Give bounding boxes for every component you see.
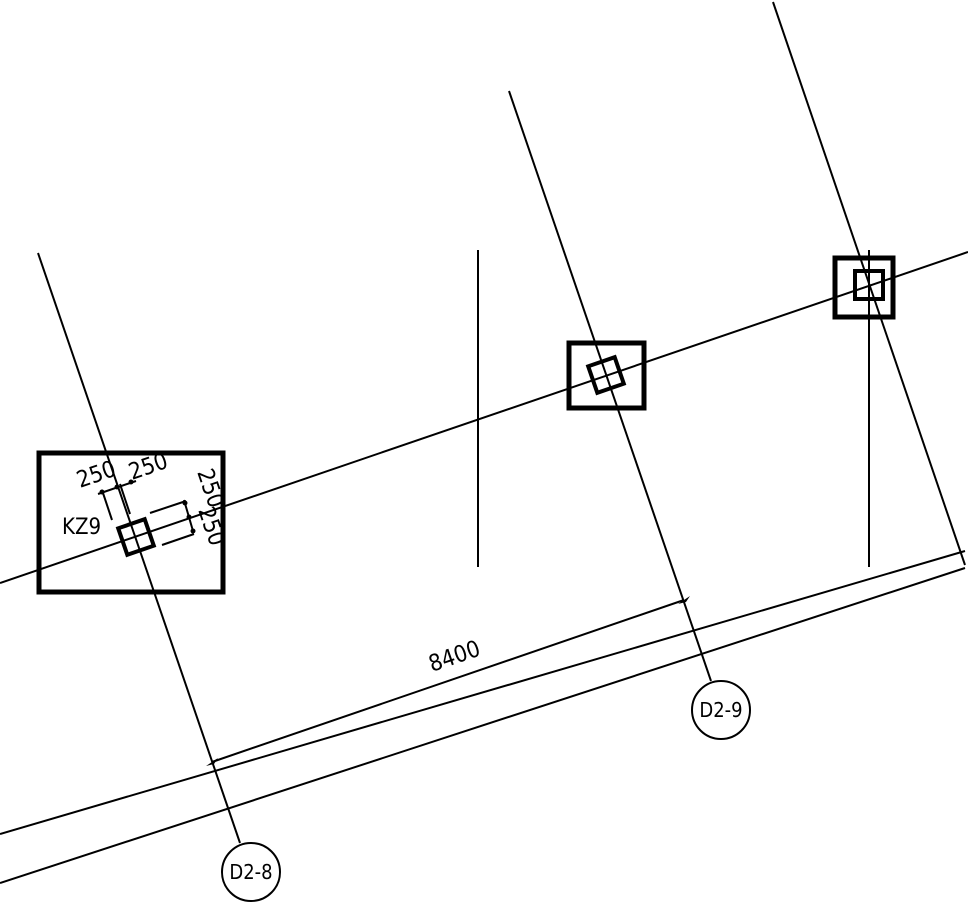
grid-lines xyxy=(37,1,966,844)
grid-line-d2-8 xyxy=(37,252,241,844)
offset-ext-line-1 xyxy=(101,489,113,521)
offset-tick-4 xyxy=(182,500,188,506)
offset-tick-2 xyxy=(114,484,120,490)
column-mark-text: KZ9 xyxy=(62,515,101,540)
columns xyxy=(115,269,885,558)
dimension-tick-left xyxy=(206,758,218,766)
grid-bubble-label: D2-8 xyxy=(229,860,272,884)
bottom-line-lower xyxy=(0,567,966,884)
offset-tick-1 xyxy=(99,489,105,495)
grid-bubble-circle xyxy=(221,842,281,902)
grid-line-d2-9 xyxy=(508,90,712,682)
bottom-lines xyxy=(0,550,966,884)
footing-large-left xyxy=(36,450,226,595)
footing-right xyxy=(832,255,896,320)
footing-middle xyxy=(566,340,647,411)
offset-ext-line-3 xyxy=(149,500,187,514)
offset-ext-line-4 xyxy=(161,533,195,546)
dimension-line xyxy=(211,599,685,763)
grid-bubble-label: D2-9 xyxy=(699,698,742,722)
column-middle xyxy=(585,354,627,396)
vertical-lines xyxy=(477,250,870,567)
offset-tick-6 xyxy=(190,528,196,534)
column-right xyxy=(853,269,885,301)
dimension-tick-right xyxy=(678,596,690,604)
offset-tick-3 xyxy=(128,479,134,485)
offset-ext-line-2 xyxy=(119,483,131,515)
column-offset-dims xyxy=(97,480,195,546)
offset-ticks xyxy=(99,479,196,534)
offset-tick-5 xyxy=(186,514,192,520)
beam-axis-line xyxy=(0,251,968,584)
bottom-line-upper xyxy=(0,550,966,835)
footings xyxy=(36,255,896,595)
grid-bubble-d2-8: D2-8 xyxy=(221,842,281,902)
grid-bubble-circle xyxy=(691,680,751,740)
column-kz9 xyxy=(115,516,157,558)
grid-bubble-d2-9: D2-9 xyxy=(691,680,751,740)
